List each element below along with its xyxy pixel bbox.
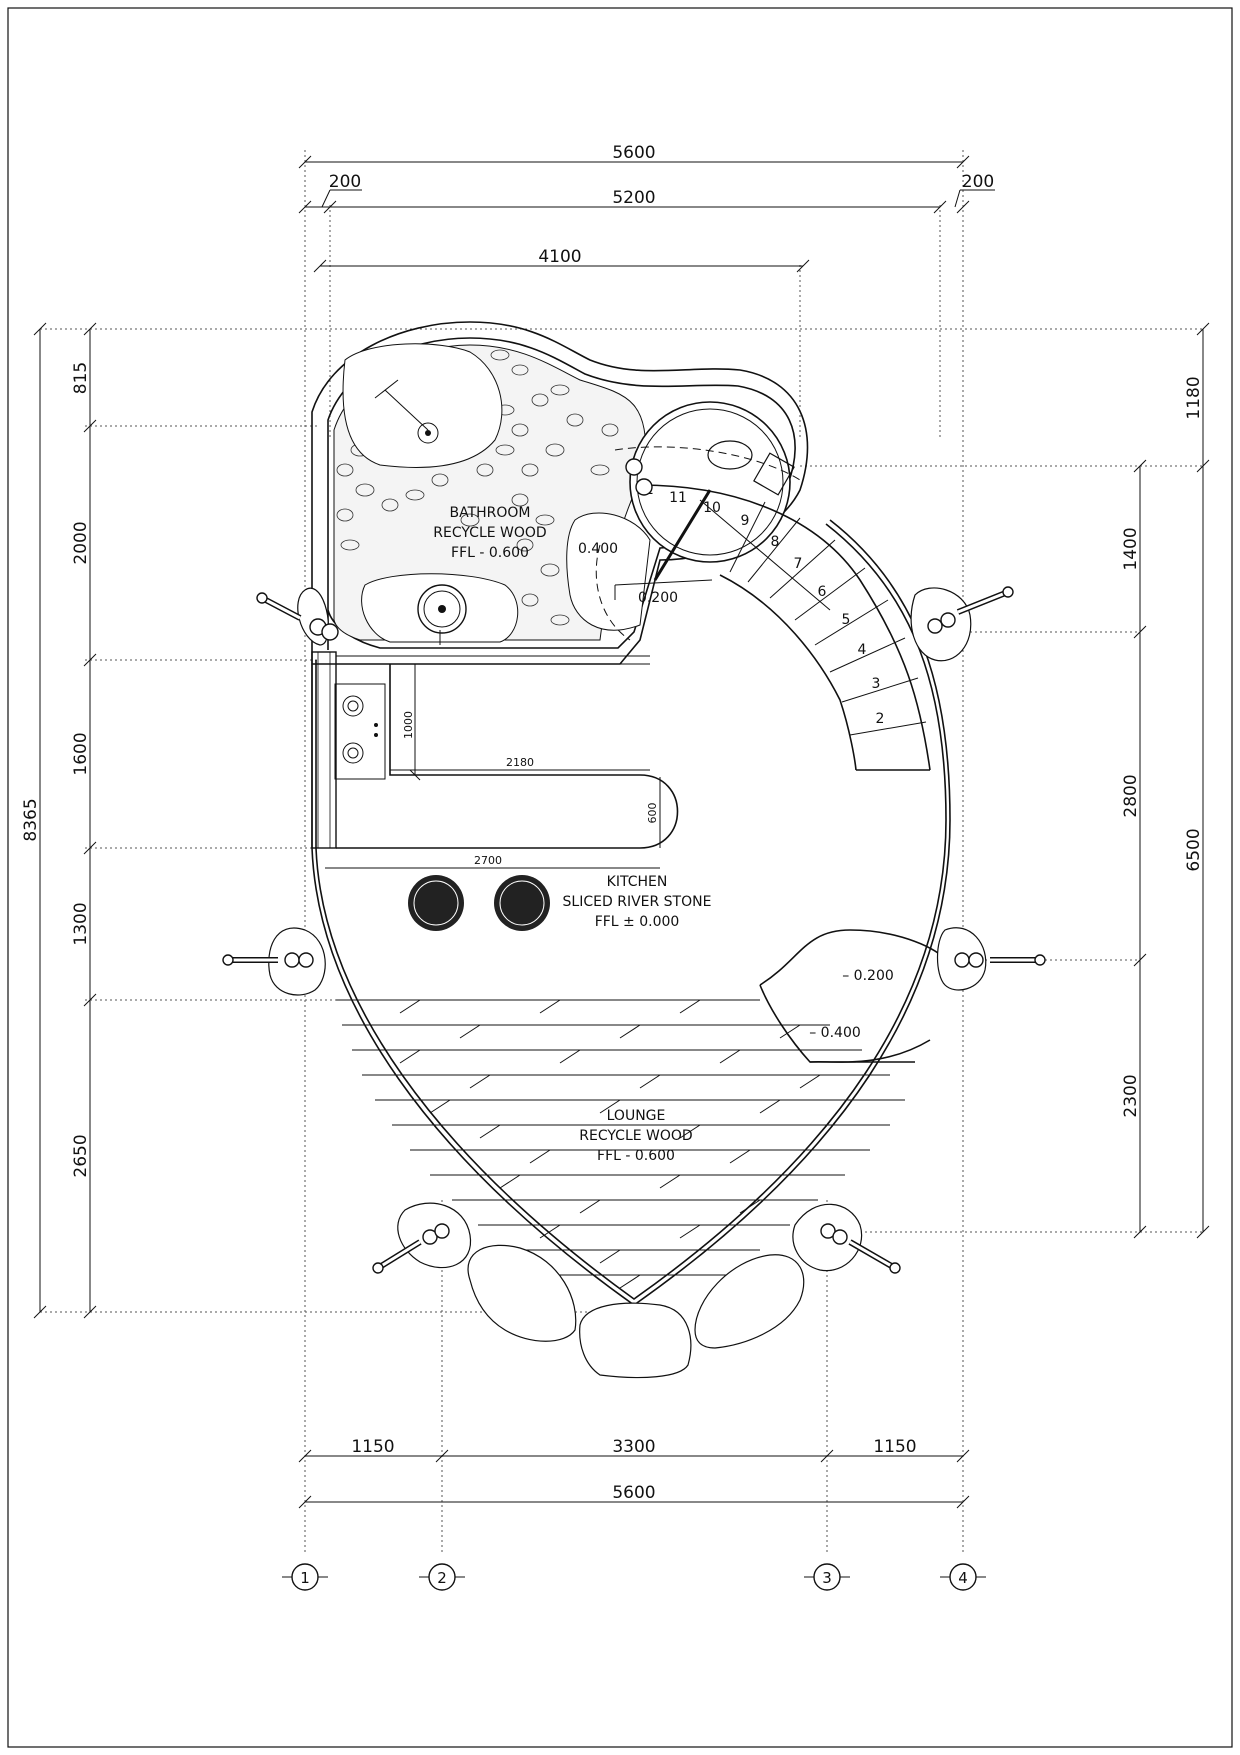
svg-text:0.200: 0.200 xyxy=(638,590,678,606)
svg-text:4: 4 xyxy=(858,642,867,658)
dim-right-inner-2: 2800 xyxy=(1121,774,1141,817)
svg-text:7: 7 xyxy=(794,556,803,572)
post-left-upper xyxy=(256,592,339,641)
bottom-dimensions: 1150 3300 1150 5600 xyxy=(298,1437,970,1509)
post-left-mid xyxy=(222,952,314,968)
svg-text:9: 9 xyxy=(741,513,750,529)
dim-right-outer-1: 1180 xyxy=(1184,376,1204,419)
right-dimensions: 1400 2800 2300 1180 6500 xyxy=(1121,322,1210,1239)
toilet-pod xyxy=(629,401,795,563)
lounge-label: LOUNGE RECYCLE WOOD FFL - 0.600 xyxy=(579,1108,692,1164)
svg-text:5: 5 xyxy=(842,612,851,628)
svg-text:2: 2 xyxy=(876,711,885,727)
svg-text:BATHROOM: BATHROOM xyxy=(449,505,530,521)
svg-text:FFL - 0.600: FFL - 0.600 xyxy=(451,545,529,561)
dim-top-partial: 4100 xyxy=(538,247,581,267)
front-boulders xyxy=(268,587,987,1379)
landing-level: 0.200 xyxy=(614,579,713,606)
dim-bottom-seg-1: 1150 xyxy=(351,1437,394,1457)
grid-marker-4: 4 xyxy=(940,1563,986,1591)
dim-left-seg-3: 1600 xyxy=(71,732,91,775)
dim-right-inner-1: 1400 xyxy=(1121,527,1141,570)
bar-stools xyxy=(408,875,550,931)
svg-text:2700: 2700 xyxy=(474,854,502,867)
grid-marker-3: 3 xyxy=(804,1563,850,1591)
grid-marker-2: 2 xyxy=(419,1563,465,1591)
svg-text:LOUNGE: LOUNGE xyxy=(607,1108,666,1124)
svg-text:6: 6 xyxy=(818,584,827,600)
svg-text:RECYCLE WOOD: RECYCLE WOOD xyxy=(433,525,546,541)
kitchen-label: KITCHEN SLICED RIVER STONE FFL ± 0.000 xyxy=(563,874,712,930)
svg-text:3: 3 xyxy=(872,676,881,692)
bathroom-stone-bed xyxy=(333,343,651,643)
post-right-upper xyxy=(927,586,1014,634)
svg-text:2: 2 xyxy=(437,1569,447,1587)
svg-text:3: 3 xyxy=(822,1569,832,1587)
post-connectors xyxy=(222,458,1046,1274)
grid-marker-1: 1 xyxy=(282,1563,328,1591)
dim-left-seg-4: 1300 xyxy=(71,902,91,945)
post-bath-inner xyxy=(625,458,653,496)
dim-top-right-offset: 200 xyxy=(962,172,994,192)
svg-text:– 0.400: – 0.400 xyxy=(809,1025,861,1041)
post-right-mid xyxy=(954,952,1046,968)
sheet-border xyxy=(7,7,1233,1748)
svg-text:0.400: 0.400 xyxy=(578,541,618,557)
dim-left-seg-5: 2650 xyxy=(71,1134,91,1177)
svg-text:1000: 1000 xyxy=(402,711,415,739)
dim-left-seg-1: 815 xyxy=(71,362,91,394)
dim-right-outer-2: 6500 xyxy=(1184,828,1204,871)
dim-top-left-offset: 200 xyxy=(329,172,361,192)
svg-text:2180: 2180 xyxy=(506,756,534,769)
dim-left-seg-2: 2000 xyxy=(71,521,91,564)
svg-text:KITCHEN: KITCHEN xyxy=(607,874,668,890)
svg-text:4: 4 xyxy=(958,1569,968,1587)
reference-lines xyxy=(40,150,1205,1555)
building-outline xyxy=(311,519,951,1306)
dim-bottom-seg-3: 1150 xyxy=(873,1437,916,1457)
svg-text:11: 11 xyxy=(669,490,687,506)
dim-top-inner: 5200 xyxy=(612,188,655,208)
svg-text:FFL - 0.600: FFL - 0.600 xyxy=(597,1148,675,1164)
svg-text:RECYCLE WOOD: RECYCLE WOOD xyxy=(579,1128,692,1144)
svg-text:600: 600 xyxy=(646,803,659,824)
svg-text:– 0.200: – 0.200 xyxy=(842,968,894,984)
dim-bottom-seg-2: 3300 xyxy=(612,1437,655,1457)
bathroom-door xyxy=(653,489,712,581)
svg-text:10: 10 xyxy=(703,500,721,516)
dim-top-total: 5600 xyxy=(612,143,655,163)
shower-fixture xyxy=(374,379,439,444)
svg-text:FFL ± 0.000: FFL ± 0.000 xyxy=(595,914,680,930)
level-steps: – 0.200 – 0.400 xyxy=(759,929,946,1063)
kitchen-counter: 1000 2180 600 2700 xyxy=(311,651,679,869)
post-right-lower xyxy=(820,1223,901,1274)
bathroom-label: BATHROOM RECYCLE WOOD FFL - 0.600 0.400 xyxy=(433,505,618,561)
svg-text:8: 8 xyxy=(771,534,780,550)
top-dimensions: 5600 5200 200 200 4100 xyxy=(298,143,995,273)
svg-text:1: 1 xyxy=(300,1569,310,1587)
dim-bottom-total: 5600 xyxy=(612,1483,655,1503)
grid-markers: 1 2 3 4 xyxy=(282,1563,986,1591)
dim-right-inner-3: 2300 xyxy=(1121,1074,1141,1117)
post-left-lower xyxy=(372,1223,450,1274)
dim-left-total: 8365 xyxy=(21,798,41,841)
wash-basin xyxy=(417,584,467,645)
svg-text:SLICED RIVER STONE: SLICED RIVER STONE xyxy=(563,894,712,910)
left-dimensions: 8365 815 2000 1600 1300 2650 xyxy=(21,322,97,1319)
lounge-decking xyxy=(336,999,905,1289)
overhead-arc xyxy=(595,446,801,641)
